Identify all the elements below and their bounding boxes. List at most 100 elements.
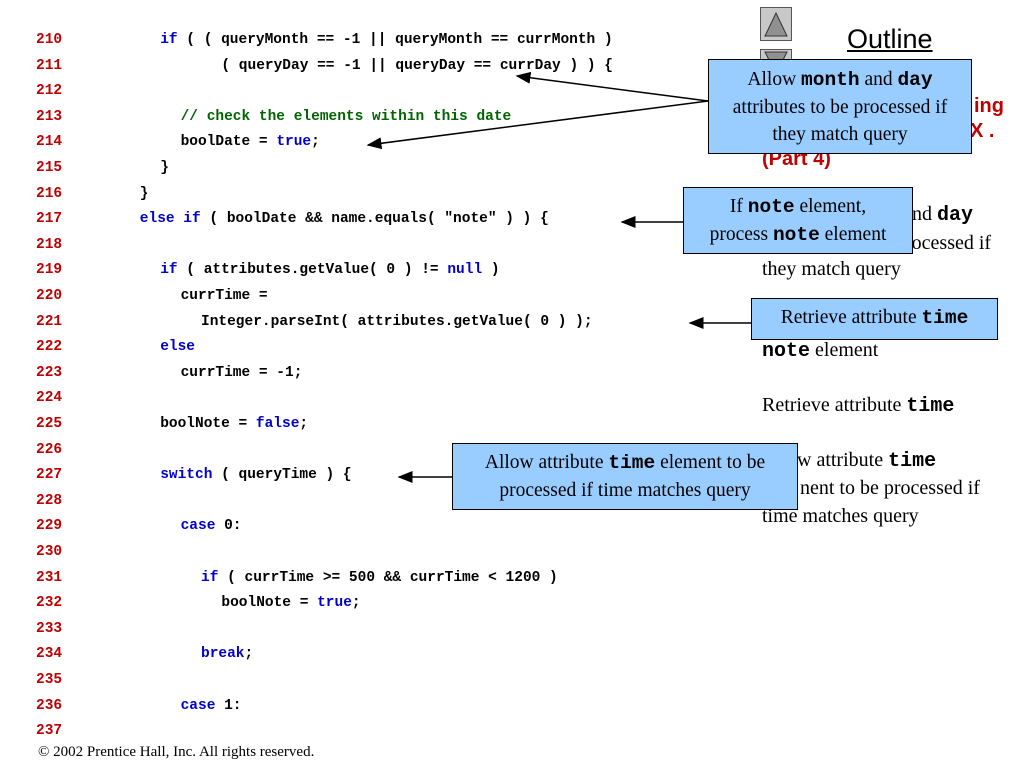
copyright-footer: © 2002 Prentice Hall, Inc. All rights re… [38, 744, 315, 760]
code-token: ( queryDay == -1 || queryDay == currDay … [221, 57, 613, 74]
code-text: } [140, 182, 149, 207]
code-text: } [160, 156, 169, 181]
line-number: 234 [36, 646, 63, 663]
code-token: ( attributes.getValue( 0 ) != [177, 262, 448, 279]
line-number: 212 [36, 83, 63, 100]
code-token: ) [482, 262, 500, 279]
code-comment: // check the elements within this date [180, 108, 512, 125]
code-token: } [139, 185, 149, 202]
line-number: 222 [36, 339, 63, 356]
code-text: currTime = [181, 284, 268, 309]
sidebar-text: nd day [912, 203, 974, 227]
code-keyword: break [201, 646, 245, 663]
line-number: 216 [36, 185, 63, 202]
code-text: currTime = -1; [181, 361, 303, 386]
code-keyword: switch [160, 467, 213, 484]
line-number: 231 [36, 569, 63, 586]
sidebar-title-fragment: ing [974, 95, 1004, 117]
code-token: ; [244, 646, 254, 663]
code-token: ( currTime >= 500 && currTime < 1200 ) [218, 569, 558, 586]
code-token: currTime = [180, 288, 268, 304]
callout-time-element: Allow attribute time element to be proce… [452, 443, 798, 510]
code-text: if ( currTime >= 500 && currTime < 1200 … [201, 566, 558, 591]
line-number: 227 [36, 467, 63, 484]
code-token: boolDate = [180, 134, 277, 151]
code-token: currTime = -1; [180, 364, 303, 381]
code-text: ( queryDay == -1 || queryDay == currDay … [221, 54, 613, 79]
line-number: 215 [36, 160, 63, 176]
line-number: 230 [36, 544, 63, 560]
code-keyword: else [160, 339, 195, 356]
code-keyword: if [201, 569, 219, 586]
code-text: Integer.parseInt( attributes.getValue( 0… [201, 310, 593, 335]
code-text: else [160, 335, 195, 360]
triangle-up-icon [764, 11, 788, 37]
code-text: boolNote = true; [221, 591, 360, 616]
code-token: boolNote = [160, 416, 256, 432]
outline-title[interactable]: Outline [847, 24, 933, 54]
line-number: 210 [36, 32, 63, 48]
sidebar-text: note element [762, 339, 879, 363]
code-keyword: true [276, 134, 312, 151]
code-token: boolNote = [221, 595, 318, 612]
line-number: 219 [36, 262, 63, 279]
code-token: ( queryTime ) { [212, 467, 352, 484]
callout-note: If note element, process note element [683, 187, 913, 254]
code-token: ; [311, 134, 320, 151]
code-text: // check the elements within this date [181, 105, 512, 130]
code-keyword: false [255, 416, 300, 432]
code-text: case 1: [181, 694, 242, 719]
line-number: 235 [36, 672, 63, 688]
line-number: 237 [36, 723, 63, 740]
line-number: 225 [36, 416, 63, 432]
line-number: 217 [36, 211, 63, 228]
line-number: 213 [36, 108, 63, 125]
sidebar-text: rocessed if [905, 232, 992, 254]
code-token: Integer.parseInt( attributes.getValue( 0… [201, 313, 593, 330]
line-number: 224 [36, 390, 63, 407]
line-number: 221 [36, 313, 63, 330]
previous-slide-button[interactable] [760, 7, 792, 41]
line-number: 218 [36, 236, 63, 253]
sidebar-text: Retrieve attribute time [762, 394, 955, 418]
callout-month-day: Allow month and day attributes to be pro… [708, 59, 972, 154]
code-text: switch ( queryTime ) { [160, 463, 351, 488]
arrow [515, 71, 709, 102]
sidebar-title-fragment: X . [970, 120, 995, 142]
line-number: 233 [36, 620, 63, 637]
sidebar-text: they match query [762, 258, 901, 280]
code-text: boolDate = true; [181, 130, 320, 155]
code-text: case 0: [181, 514, 242, 539]
line-number: 211 [36, 57, 63, 74]
code-text: if ( ( queryMonth == -1 || queryMonth ==… [160, 28, 612, 53]
code-text: boolNote = false; [160, 412, 308, 437]
arrow [366, 100, 709, 150]
line-number: 220 [36, 288, 63, 304]
code-keyword: null [447, 262, 483, 279]
sidebar-text: time matches query [762, 505, 919, 527]
code-keyword: if [160, 32, 178, 48]
code-text: if ( attributes.getValue( 0 ) != null ) [160, 258, 499, 283]
line-number: 236 [36, 697, 63, 714]
code-keyword: true [317, 595, 352, 612]
code-text: else if ( boolDate && name.equals( "note… [140, 207, 549, 232]
callout-retrieve: Retrieve attribute time [751, 298, 998, 340]
code-token: ; [299, 416, 309, 432]
sidebar-text: nent to be processed if [800, 477, 980, 499]
line-number: 214 [36, 134, 63, 151]
code-keyword: case [180, 697, 216, 714]
code-token: ; [351, 595, 361, 612]
sidebar-text: ow attribute time [787, 449, 937, 473]
line-number: 228 [36, 492, 63, 509]
code-keyword: else if [139, 211, 201, 228]
code-keyword: if [160, 262, 178, 279]
code-token: ( boolDate && name.equals( "note" ) ) { [200, 211, 549, 228]
code-token: 1: [215, 697, 242, 714]
line-number: 232 [36, 595, 63, 612]
code-token: 0: [215, 518, 242, 535]
code-text: break; [201, 642, 253, 667]
code-token: } [160, 160, 169, 176]
line-number: 229 [36, 518, 63, 535]
line-number: 223 [36, 364, 63, 381]
